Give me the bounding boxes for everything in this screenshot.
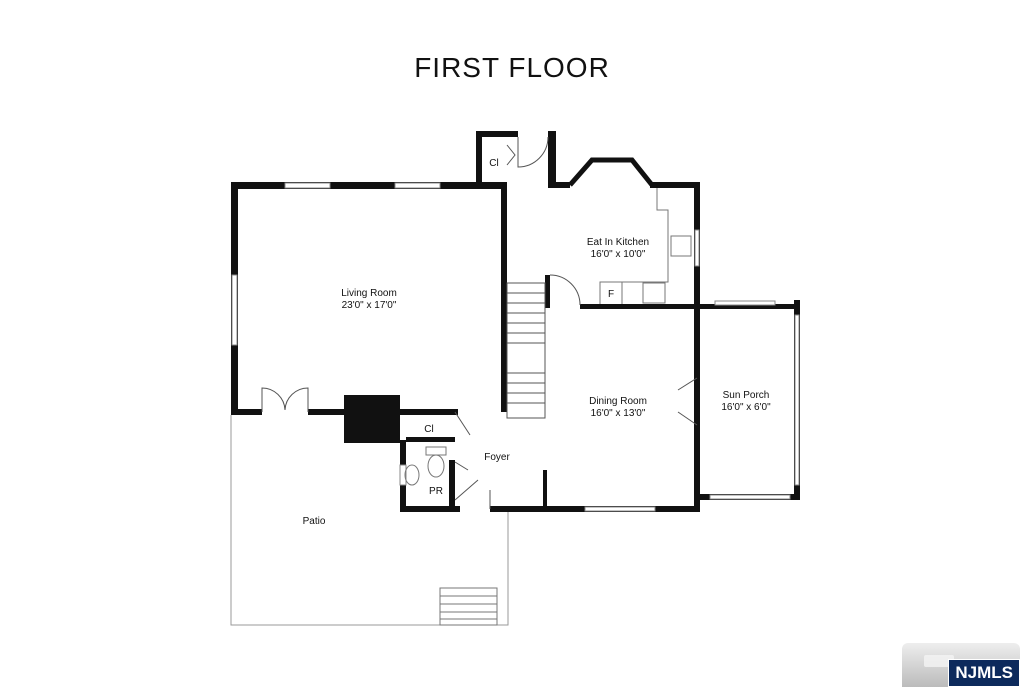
logo-badge: NJMLS	[948, 659, 1020, 687]
stairs	[506, 282, 546, 419]
closet-top-label: Cl	[489, 158, 498, 169]
fridge-label: F	[608, 289, 614, 300]
sun-porch-label: Sun Porch	[723, 390, 770, 401]
dining-room-label: Dining Room	[589, 396, 647, 407]
stove-icon	[642, 282, 666, 304]
patio-label: Patio	[303, 516, 326, 527]
powder-room-label: PR	[429, 486, 443, 497]
doors	[261, 136, 698, 509]
kitchen-label: Eat In Kitchen	[587, 237, 649, 248]
patio-outline	[230, 415, 509, 626]
logo-watermark-shape	[924, 655, 954, 667]
fireplace	[344, 395, 400, 443]
toilet-icon	[404, 446, 447, 486]
patio-steps	[439, 587, 498, 626]
living-room-size: 23'0" x 17'0"	[342, 300, 397, 311]
sink-icon	[670, 235, 692, 257]
closet-foyer-label: Cl	[424, 424, 433, 435]
bath-sink-icon	[404, 464, 420, 486]
kitchen-size: 16'0" x 10'0"	[591, 249, 646, 260]
sun-porch-size: 16'0" x 6'0"	[721, 402, 771, 413]
dining-room-size: 16'0" x 13'0"	[591, 408, 646, 419]
bay-window	[568, 157, 654, 187]
kitchen-counter	[599, 188, 692, 304]
living-room-label: Living Room	[341, 288, 397, 299]
floor-title: FIRST FLOOR	[414, 52, 610, 83]
njmls-logo: NJMLS	[902, 643, 1020, 687]
foyer-label: Foyer	[484, 452, 510, 463]
windows	[231, 182, 800, 512]
